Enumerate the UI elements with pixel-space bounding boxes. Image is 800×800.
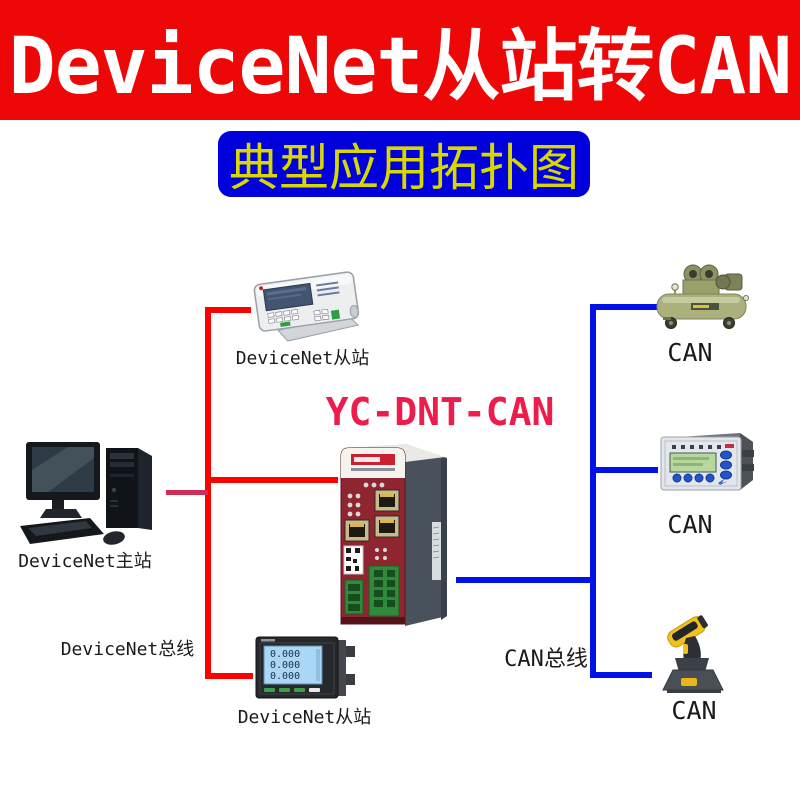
can-middle-label: CAN [667, 510, 713, 539]
gateway-device-image [340, 444, 447, 626]
panel-controller-image [660, 433, 754, 491]
meter-display-row: 0.000 [270, 649, 300, 660]
devicenet-bus-vertical-line [205, 307, 211, 679]
slave-bottom-label: DeviceNet从站 [237, 707, 372, 728]
weighing-indicator-image [253, 271, 360, 342]
can-branch-top-line [590, 304, 658, 310]
meter-display-row: 0.000 [270, 660, 300, 671]
can-bottom-label: CAN [671, 696, 717, 725]
can-bus-label: CAN总线 [504, 647, 588, 672]
air-compressor-image [656, 264, 749, 329]
meter-display-row: 0.000 [270, 671, 300, 682]
master-link-line [166, 490, 208, 495]
master-pc-image [20, 442, 152, 545]
power-meter-image: 0.000 0.000 0.000 [255, 636, 355, 699]
page-title: DeviceNet从站转CAN [8, 22, 793, 112]
gateway-model-label: YC-DNT-CAN [325, 390, 555, 434]
devicenet-branch-bottom-line [205, 673, 253, 679]
slave-top-label: DeviceNet从站 [235, 348, 370, 369]
devicenet-branch-gateway-line [205, 477, 338, 483]
subtitle-banner: 典型应用拓扑图 [218, 131, 590, 197]
master-label: DeviceNet主站 [18, 551, 152, 572]
devicenet-branch-top-line [205, 307, 251, 313]
can-branch-middle-line [590, 467, 658, 473]
subtitle-text: 典型应用拓扑图 [229, 139, 579, 197]
can-branch-bottom-line [590, 672, 652, 678]
can-top-label: CAN [667, 338, 713, 367]
can-gateway-link-line [456, 577, 596, 583]
devicenet-bus-label: DeviceNet总线 [60, 639, 195, 660]
can-bus-vertical-line [590, 304, 596, 678]
barcode-scanner-image [662, 615, 724, 693]
title-banner: DeviceNet从站转CAN [0, 0, 800, 120]
